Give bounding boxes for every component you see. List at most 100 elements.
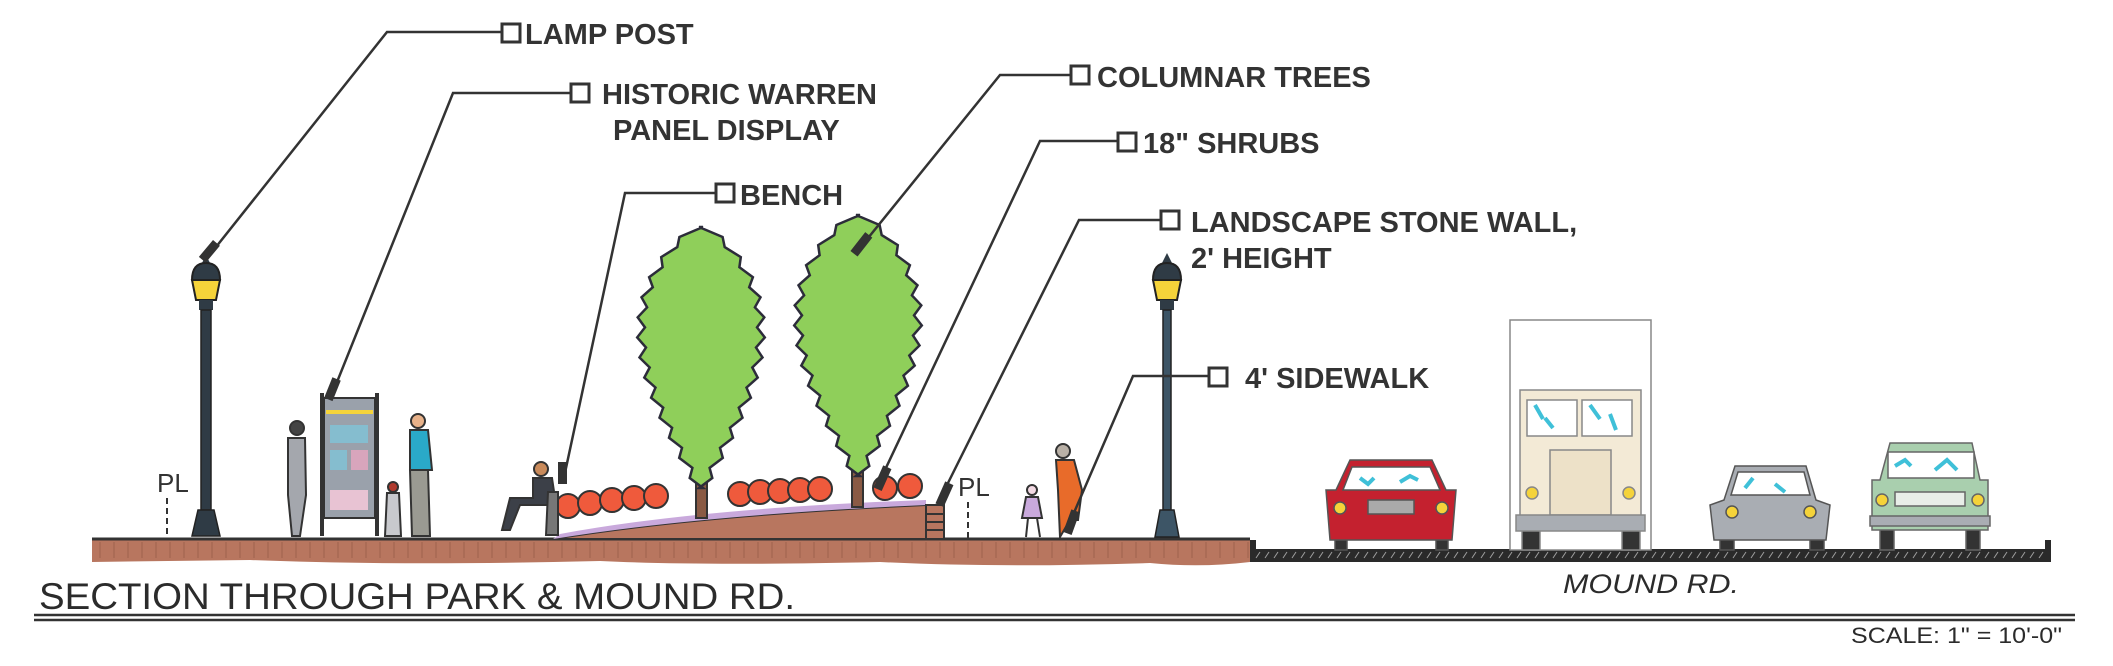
landscape-stone-wall — [925, 504, 945, 540]
road-texture-mark — [1921, 551, 1927, 559]
person-on-bench — [500, 461, 559, 536]
road-texture-mark — [1939, 551, 1945, 559]
callout-sidewalk: 4' SIDEWALK — [1207, 363, 1429, 395]
road-texture-mark — [1723, 551, 1729, 559]
road-texture-mark — [1336, 551, 1342, 559]
shrub — [555, 493, 581, 519]
road-texture-mark — [1309, 551, 1315, 559]
road-texture-mark — [1795, 551, 1801, 559]
label-lamp-post: LAMP POST — [525, 19, 694, 51]
people — [287, 413, 1084, 541]
road-texture-mark — [1507, 551, 1513, 559]
road-texture-mark — [1552, 551, 1558, 559]
label-sidewalk: 4' SIDEWALK — [1245, 363, 1429, 395]
callout-lamp-post: LAMP POST — [500, 19, 694, 51]
road-texture-mark — [1642, 551, 1648, 559]
road-texture-mark — [1345, 551, 1351, 559]
road-texture-mark — [2002, 551, 2008, 559]
road-texture-mark — [1489, 551, 1495, 559]
road-texture-mark — [1516, 551, 1522, 559]
road-texture-mark — [1390, 551, 1396, 559]
leader-lines — [198, 30, 1208, 535]
road-texture-mark — [1732, 551, 1738, 559]
road-texture-mark — [1624, 551, 1630, 559]
shrub — [621, 485, 647, 511]
road-texture-mark — [1363, 551, 1369, 559]
shrub — [577, 490, 603, 516]
road-texture-mark — [1606, 551, 1612, 559]
road-texture-mark — [1678, 551, 1684, 559]
title-double-underline — [34, 613, 2075, 622]
road-texture-mark — [1561, 551, 1567, 559]
road-texture-mark — [1588, 551, 1594, 559]
road-texture-mark — [1957, 551, 1963, 559]
road-texture-mark — [1651, 551, 1657, 559]
road-texture-mark — [1264, 551, 1270, 559]
road-texture-mark — [2011, 551, 2017, 559]
road-texture-mark — [1993, 551, 1999, 559]
road-texture-mark — [1426, 551, 1432, 559]
callout-shrubs: 18" SHRUBS — [1116, 128, 1320, 160]
road-texture-mark — [1705, 551, 1711, 559]
road-texture-mark — [1480, 551, 1486, 559]
callout-historic-panel: HISTORIC WARREN PANEL DISPLAY — [569, 79, 877, 147]
road-texture-mark — [1471, 551, 1477, 559]
road-texture-mark — [1543, 551, 1549, 559]
road-texture-mark — [1282, 551, 1288, 559]
road-texture-mark — [1975, 551, 1981, 559]
mound-road — [1250, 540, 2051, 562]
road-texture-mark — [1687, 551, 1693, 559]
road-texture-mark — [1570, 551, 1576, 559]
columnar-tree-2 — [792, 213, 924, 508]
road-texture-mark — [1858, 551, 1864, 559]
checkbox-icon — [1207, 366, 1229, 388]
road-texture-mark — [1291, 551, 1297, 559]
callout-bench: BENCH — [714, 180, 843, 212]
road-texture-mark — [2020, 551, 2026, 559]
road-texture-mark — [1300, 551, 1306, 559]
road-texture-mark — [2038, 551, 2044, 559]
red-car — [1325, 459, 1457, 551]
road-texture-mark — [1777, 551, 1783, 559]
person-woman — [287, 420, 308, 537]
road-texture-mark — [1525, 551, 1531, 559]
road-texture-mark — [1327, 551, 1333, 559]
road-texture-mark — [1822, 551, 1828, 559]
road-texture-mark — [1840, 551, 1846, 559]
road-texture-mark — [1615, 551, 1621, 559]
road-texture-mark — [1867, 551, 1873, 559]
road-name-label: MOUND RD. — [1563, 569, 1739, 599]
road-texture-mark — [1597, 551, 1603, 559]
road-texture-mark — [1408, 551, 1414, 559]
road-texture-mark — [1750, 551, 1756, 559]
person-child-2 — [1020, 484, 1044, 538]
road-texture-mark — [1696, 551, 1702, 559]
road-texture-mark — [1669, 551, 1675, 559]
shrub — [599, 487, 625, 513]
road-texture-mark — [1894, 551, 1900, 559]
property-line-marker-1: PL — [157, 468, 189, 539]
road-texture-mark — [1417, 551, 1423, 559]
road-texture-mark — [1813, 551, 1819, 559]
person-child-1 — [383, 481, 403, 537]
road-texture-mark — [1714, 551, 1720, 559]
road-texture-mark — [1381, 551, 1387, 559]
callout-columnar-trees: COLUMNAR TREES — [1069, 62, 1371, 94]
scale-label: SCALE: 1" = 10'-0" — [1851, 623, 2062, 648]
road-texture-mark — [1273, 551, 1279, 559]
road-texture-mark — [1255, 551, 1261, 559]
road-texture-mark — [1318, 551, 1324, 559]
road-texture-mark — [1831, 551, 1837, 559]
label-stone-wall-line2: 2' HEIGHT — [1191, 243, 1332, 275]
road-texture-mark — [1354, 551, 1360, 559]
road-texture-mark — [1372, 551, 1378, 559]
label-shrubs: 18" SHRUBS — [1143, 128, 1320, 160]
road-texture-mark — [1768, 551, 1774, 559]
checkbox-icon — [1069, 64, 1091, 86]
road-texture-mark — [1498, 551, 1504, 559]
road-texture-mark — [1399, 551, 1405, 559]
lamp-post-1 — [190, 255, 222, 537]
box-truck — [1509, 319, 1652, 551]
road-texture-mark — [1876, 551, 1882, 559]
